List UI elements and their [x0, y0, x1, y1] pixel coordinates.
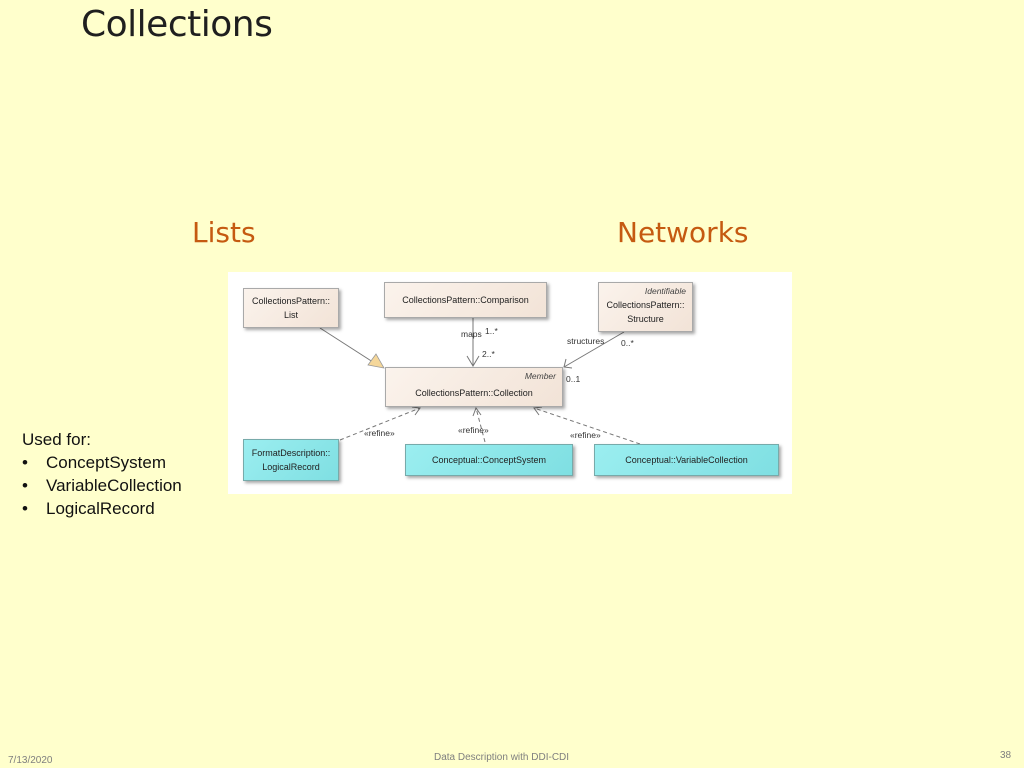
- class-concept-system[interactable]: Conceptual::ConceptSystem: [405, 444, 573, 476]
- label-structures: structures: [567, 336, 605, 346]
- label-collection-multiplicity: 0..1: [566, 374, 581, 384]
- label-maps-target-multiplicity: 2..*: [482, 349, 495, 359]
- slide-title: Collections: [81, 4, 273, 45]
- class-structure-line2: Structure: [627, 314, 664, 324]
- uml-diagram: CollectionsPattern:: List CollectionsPat…: [228, 272, 792, 494]
- structures-arrowhead: [563, 358, 573, 369]
- footer-date: 7/13/2020: [8, 755, 53, 766]
- refine-arrowhead-center: [472, 406, 482, 417]
- class-collection[interactable]: Member CollectionsPattern::Collection: [385, 367, 563, 407]
- label-refine-center: «refine»: [458, 425, 489, 435]
- class-collection-line1: CollectionsPattern::Collection: [415, 388, 533, 398]
- refine-line-right: [533, 407, 641, 445]
- class-variable-collection[interactable]: Conceptual::VariableCollection: [594, 444, 779, 476]
- class-variable-collection-line1: Conceptual::VariableCollection: [625, 455, 748, 465]
- class-concept-system-line1: Conceptual::ConceptSystem: [431, 455, 547, 465]
- class-list[interactable]: CollectionsPattern:: List: [243, 288, 339, 328]
- used-for-item: ConceptSystem: [22, 451, 182, 474]
- class-comparison-line1: CollectionsPattern::Comparison: [402, 295, 529, 305]
- generalization-arrowhead: [367, 353, 385, 369]
- class-list-line1: CollectionsPattern::: [251, 296, 331, 306]
- diagram-connectors: [319, 318, 641, 445]
- used-for-item: VariableCollection: [22, 474, 182, 497]
- heading-lists: Lists: [192, 216, 256, 249]
- class-list-line2: List: [283, 310, 298, 320]
- used-for-heading: Used for:: [22, 430, 91, 449]
- class-logical-record-line1: FormatDescription::: [251, 448, 331, 458]
- label-maps-multiplicity: 1..*: [485, 326, 498, 336]
- class-collection-stereotype: Member: [524, 371, 556, 381]
- refine-line-center: [475, 407, 486, 443]
- class-structure-stereotype: Identifiable: [644, 286, 686, 296]
- used-for-list: Used for: ConceptSystem VariableCollecti…: [22, 428, 182, 520]
- label-structures-multiplicity: 0..*: [621, 338, 634, 348]
- heading-networks: Networks: [617, 216, 749, 249]
- refine-arrowhead-right: [533, 406, 543, 416]
- structures-line: [563, 331, 625, 368]
- label-maps: maps: [461, 329, 482, 339]
- generalization-line: [319, 327, 377, 365]
- class-comparison[interactable]: CollectionsPattern::Comparison: [384, 282, 547, 318]
- class-structure-line1: CollectionsPattern::: [606, 300, 685, 310]
- maps-arrowhead: [466, 355, 480, 367]
- refine-line-left: [339, 407, 421, 441]
- footer-page-number: 38: [1000, 750, 1012, 761]
- class-logical-record-line2: LogicalRecord: [262, 462, 320, 472]
- class-structure[interactable]: Identifiable CollectionsPattern:: Struct…: [598, 282, 693, 332]
- refine-arrowhead-left: [411, 406, 421, 416]
- class-logical-record[interactable]: FormatDescription:: LogicalRecord: [243, 439, 339, 481]
- label-refine-left: «refine»: [364, 428, 395, 438]
- label-refine-right: «refine»: [570, 430, 601, 440]
- footer-center: Data Description with DDI-CDI: [434, 752, 570, 763]
- used-for-item: LogicalRecord: [22, 497, 182, 520]
